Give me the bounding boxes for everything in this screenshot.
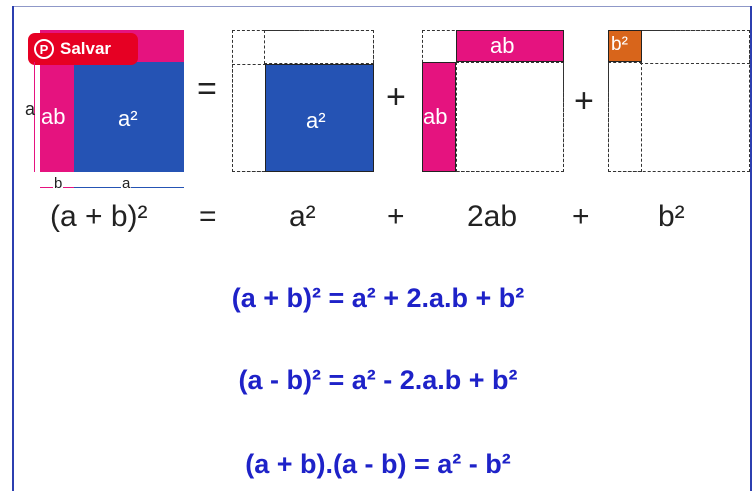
formula-difference-of-squares: (a + b).(a - b) = a² - b² xyxy=(245,449,511,479)
pinterest-save-button[interactable]: P Salvar xyxy=(28,33,138,65)
plus-sign-2: + xyxy=(574,82,594,120)
panel1-a-squared-block xyxy=(265,64,374,172)
main-a-squared-block xyxy=(74,62,184,172)
panel1-top-strip xyxy=(264,30,374,64)
main-left-ab-label: ab xyxy=(41,104,66,129)
frame-right-border xyxy=(750,6,752,491)
expansion-plus-2: + xyxy=(572,200,590,233)
frame-top-line xyxy=(12,6,752,7)
expansion-term-b-squared: b² xyxy=(658,200,685,233)
panel3-b-squared-block xyxy=(608,30,642,62)
expansion-term-a-squared: a² xyxy=(289,200,316,233)
panel1-a-squared-label: a² xyxy=(306,108,326,133)
side-bracket-line xyxy=(34,62,35,172)
panel1-left-strip xyxy=(232,64,266,172)
expansion-lhs: (a + b)² xyxy=(50,200,148,233)
expansion-term-2ab: 2ab xyxy=(467,200,518,233)
formula-square-of-difference: (a - b)² = a² - 2.a.b + b² xyxy=(238,365,518,395)
panel2-left-ab-label: ab xyxy=(423,104,448,129)
panel2-inner-square xyxy=(456,62,564,172)
bottom-a-label: a xyxy=(121,175,132,192)
side-a-label: a xyxy=(25,99,36,119)
expansion-plus-1: + xyxy=(387,200,405,233)
panel3-top-strip xyxy=(640,30,750,64)
formula-square-of-sum: (a + b)² = a² + 2.a.b + b² xyxy=(231,283,525,313)
save-label: Salvar xyxy=(60,39,112,58)
main-a-squared-label: a² xyxy=(118,106,138,131)
plus-sign-1: + xyxy=(386,78,406,116)
panel3-left-strip xyxy=(608,62,642,172)
expansion-equals: = xyxy=(199,200,217,233)
bottom-b-label: b xyxy=(53,175,64,192)
top-edge xyxy=(0,0,756,6)
panel2-left-ab-block xyxy=(422,62,456,172)
main-left-ab-block xyxy=(40,62,74,172)
panel3-b-squared-label: b² xyxy=(611,34,628,55)
pinterest-icon: P xyxy=(34,39,54,59)
equals-sign: = xyxy=(197,70,217,108)
panel2-top-ab-block xyxy=(456,30,564,62)
frame-left-border xyxy=(12,6,14,491)
panel2-top-ab-label: ab xyxy=(490,33,515,58)
